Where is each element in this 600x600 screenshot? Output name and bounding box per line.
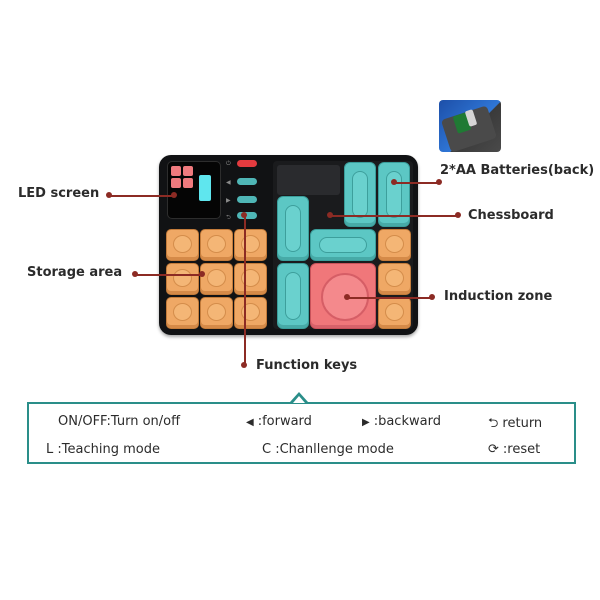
small-block[interactable] (378, 297, 411, 329)
vertical-block[interactable] (277, 263, 309, 329)
vertical-block[interactable] (344, 162, 376, 227)
leader-dot (327, 212, 333, 218)
leader-dot (391, 179, 397, 185)
legend-pointer-inner (293, 396, 305, 403)
legend-backward-text: :backward (373, 414, 441, 429)
label-induction-zone: Induction zone (444, 289, 553, 304)
onoff-key[interactable] (237, 160, 257, 167)
return-icon: ⮌ (226, 214, 231, 221)
leader-dot (171, 192, 177, 198)
power-icon: ⏻ (226, 160, 231, 167)
storage-block[interactable] (200, 263, 233, 295)
legend-reset-text: :reset (502, 442, 541, 457)
label-storage-area: Storage area (27, 265, 123, 280)
backward-key[interactable] (237, 196, 257, 203)
legend-onoff: ON/OFF:Turn on/off (58, 414, 181, 429)
leader-dot (132, 271, 138, 277)
leader-dot (199, 271, 205, 277)
leader-line (244, 215, 246, 365)
small-block[interactable] (378, 263, 411, 295)
legend-teaching: L :Teaching mode (46, 442, 160, 457)
chevron-right-icon: ▶ (362, 417, 370, 428)
reset-icon: ⟳ (488, 442, 499, 457)
storage-block[interactable] (234, 263, 267, 295)
label-batteries: 2*AA Batteries(back) (440, 163, 595, 178)
leader-line (136, 274, 202, 276)
leader-dot (241, 212, 247, 218)
legend-return-text: return (502, 416, 543, 431)
storage-block[interactable] (234, 229, 267, 261)
leader-dot (106, 192, 112, 198)
led-pixel (171, 166, 181, 176)
chevron-right-icon: ▶ (226, 197, 231, 204)
legend-forward: ◀:forward (246, 414, 312, 429)
induction-zone-block[interactable] (310, 263, 376, 329)
legend-reset: ⟳:reset (488, 442, 540, 457)
legend-backward: ▶:backward (362, 414, 441, 429)
leader-dot (429, 294, 435, 300)
led-pixel (183, 178, 193, 188)
label-function-keys: Function keys (256, 358, 358, 373)
return-icon: ⮌ (488, 416, 499, 431)
leader-dot (436, 179, 442, 185)
leader-line (393, 182, 439, 184)
forward-key[interactable] (237, 178, 257, 185)
storage-block[interactable] (200, 229, 233, 261)
legend-box (27, 402, 576, 464)
leader-dot (455, 212, 461, 218)
storage-block[interactable] (234, 297, 267, 329)
leader-line (109, 195, 173, 197)
chevron-left-icon: ◀ (246, 417, 254, 428)
horizontal-block[interactable] (310, 229, 376, 261)
led-pixel (171, 178, 181, 188)
led-pixel (183, 166, 193, 176)
legend-challenge: C :Chanllenge mode (262, 442, 394, 457)
leader-dot (241, 362, 247, 368)
empty-cell (277, 165, 340, 195)
battery-compartment-icon (439, 100, 501, 152)
led-bar (199, 175, 211, 201)
label-led-screen: LED screen (18, 186, 100, 201)
leader-line (329, 215, 458, 217)
storage-block[interactable] (200, 297, 233, 329)
label-chessboard: Chessboard (468, 208, 554, 223)
legend-return: ⮌return (488, 414, 542, 436)
chevron-left-icon: ◀ (226, 179, 231, 186)
storage-block[interactable] (166, 229, 199, 261)
vertical-block[interactable] (378, 162, 410, 227)
vertical-block[interactable] (277, 196, 309, 261)
small-block[interactable] (378, 229, 411, 261)
leader-line (346, 297, 432, 299)
storage-block[interactable] (166, 297, 199, 329)
return-key[interactable] (237, 212, 257, 219)
leader-dot (344, 294, 350, 300)
legend-forward-text: :forward (257, 414, 312, 429)
storage-block[interactable] (166, 263, 199, 295)
